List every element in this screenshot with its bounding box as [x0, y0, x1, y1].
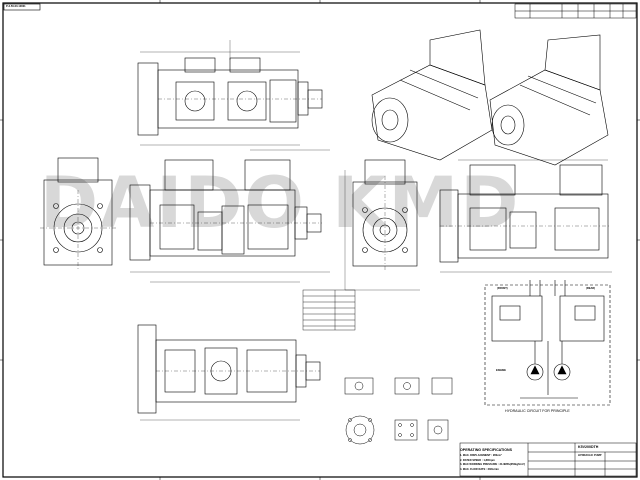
side-view-left: [129, 149, 330, 283]
isometric-view-2: [489, 34, 609, 166]
hydraulic-circuit: [484, 280, 611, 406]
corner-code: P-2-50-00-10001: [6, 4, 26, 8]
isometric-view-1: [371, 29, 493, 161]
watermark: DAIDO KMD: [40, 162, 521, 244]
spec-line-4: 4. MAX. FLOW RATE : 236L/min: [460, 467, 499, 471]
spec-line-2: 2. RATED SPEED : 1,800rpm: [460, 458, 495, 462]
circuit-engine-label: ENGINE: [496, 369, 506, 372]
port-details: [344, 377, 453, 445]
spec-line-3: 3. MAX WORKING PRESSURE : 34.3MPa(350kgf…: [460, 463, 526, 466]
spec-table: [302, 289, 356, 331]
title-block-model: K5V200DTH: [578, 445, 599, 449]
title-block: [459, 442, 637, 477]
title-block-description: HYDRAULIC PUMP: [578, 454, 602, 457]
revision-table: [514, 3, 637, 19]
end-view-middle: [344, 159, 420, 291]
circuit-front-label: (FRONT): [497, 287, 508, 290]
spec-line-1: 1. MAX. DISPLACEMENT : 280cm³: [460, 454, 502, 457]
circuit-caption: HYDRAULIC CIRCUIT FOR PRINCIPLE: [505, 409, 570, 413]
bottom-view: [137, 324, 321, 421]
top-view: [137, 40, 323, 146]
specs-title: OPERATING SPECIFICATIONS: [460, 448, 512, 452]
circuit-rear-label: (REAR): [586, 287, 596, 290]
end-view-left: [40, 157, 116, 270]
corner-code-box: [3, 3, 41, 11]
side-view-right: [439, 159, 612, 273]
